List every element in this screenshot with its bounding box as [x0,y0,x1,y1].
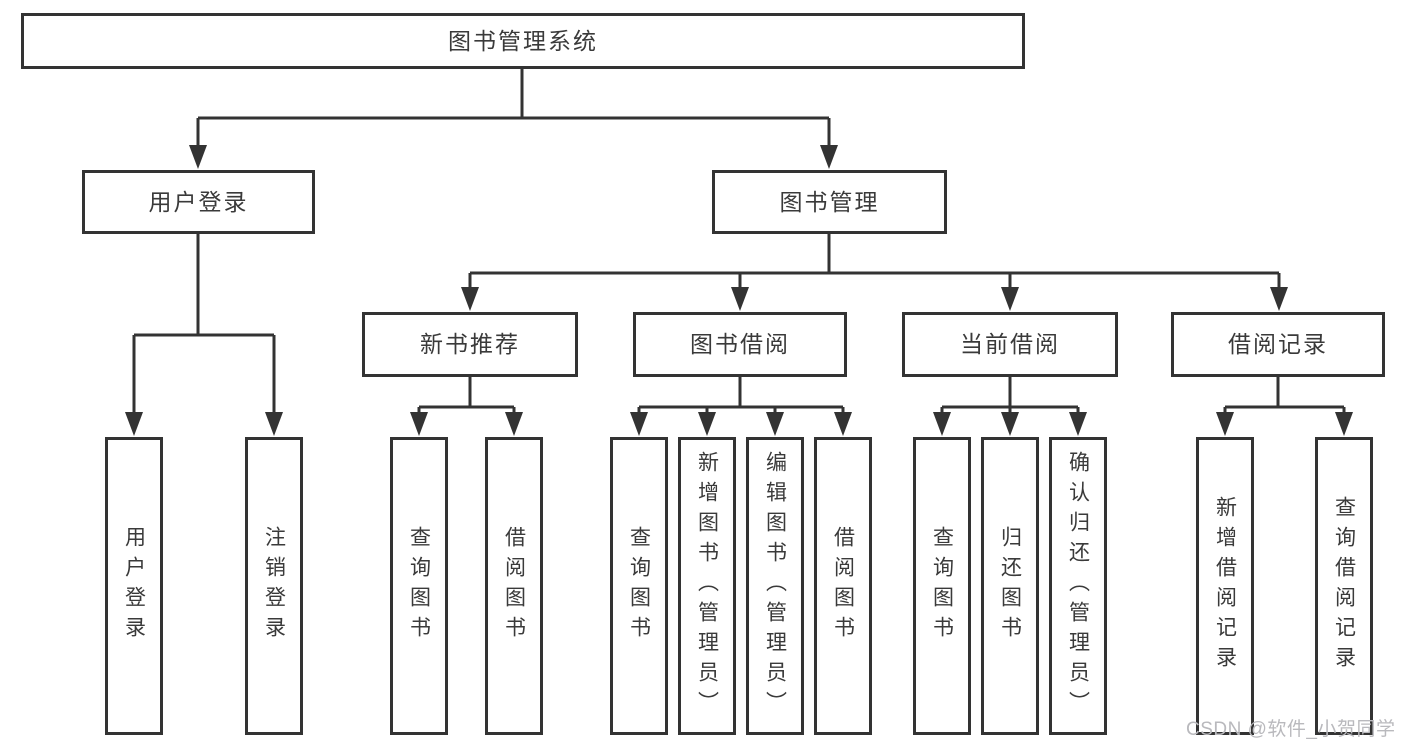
leaf-add-borrow-record: 新增借阅记录 [1196,437,1254,735]
leaf-confirm-return-admin: 确认归还（管理员） [1049,437,1107,735]
node-book-borrowing: 图书借阅 [633,312,847,377]
leaf-logout: 注销登录 [245,437,303,735]
node-library-management-system: 图书管理系统 [21,13,1025,69]
leaf-query-borrow-record: 查询借阅记录 [1315,437,1373,735]
leaf-user-login: 用户登录 [105,437,163,735]
leaf-query-books-borrow: 查询图书 [610,437,668,735]
leaf-borrow-books-recommend: 借阅图书 [485,437,543,735]
node-new-book-recommendation: 新书推荐 [362,312,578,377]
leaf-query-books-recommend: 查询图书 [390,437,448,735]
node-book-management: 图书管理 [712,170,947,234]
node-borrowing-records: 借阅记录 [1171,312,1385,377]
leaf-add-book-admin: 新增图书（管理员） [678,437,736,735]
leaf-edit-book-admin: 编辑图书（管理员） [746,437,804,735]
leaf-query-books-current: 查询图书 [913,437,971,735]
leaf-borrow-books: 借阅图书 [814,437,872,735]
node-current-borrowing: 当前借阅 [902,312,1118,377]
csdn-watermark: CSDN @软件_小贺同学 [1186,719,1396,740]
leaf-return-book: 归还图书 [981,437,1039,735]
node-user-login: 用户登录 [82,170,315,234]
